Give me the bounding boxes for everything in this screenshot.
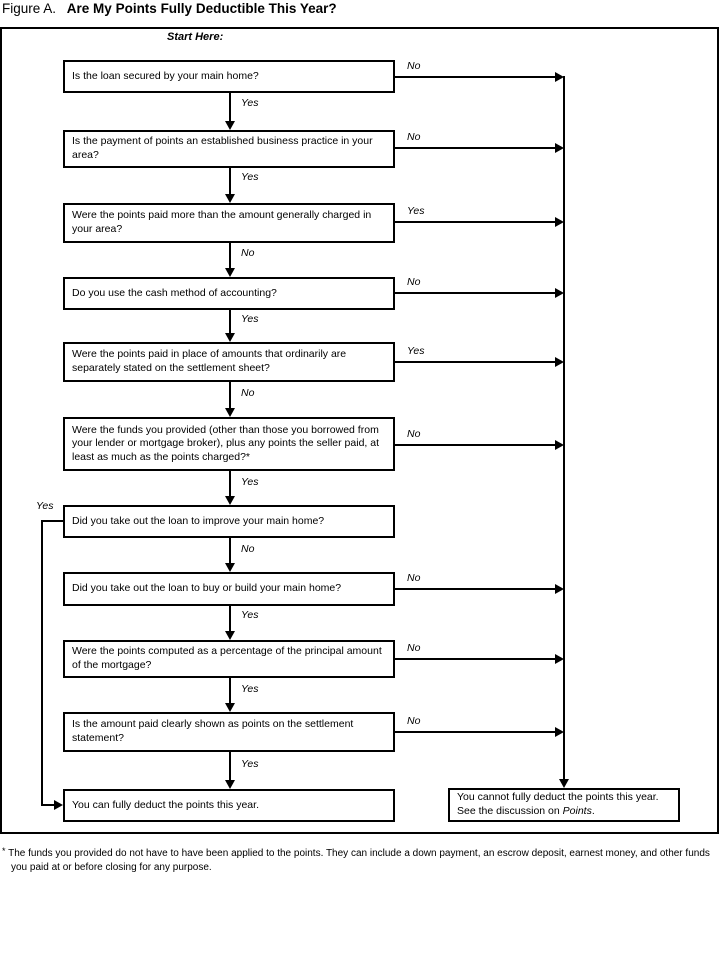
connector-down-4-label: Yes xyxy=(241,313,259,325)
question-text: Were the funds you provided (other than … xyxy=(72,423,379,463)
connector-right-5-arrowhead xyxy=(555,357,564,367)
connector-right-1-arrowhead xyxy=(555,72,564,82)
connector-down-5-label: No xyxy=(241,387,255,399)
collector-arrowhead xyxy=(559,779,569,788)
result-text: You can fully deduct the points this yea… xyxy=(72,798,259,811)
connector-down-6-label: Yes xyxy=(241,476,259,488)
connector-right-3-arrowhead xyxy=(555,217,564,227)
connector-down-9-arrowhead xyxy=(225,703,235,712)
collector-line xyxy=(563,76,565,779)
connector-right-5-label: Yes xyxy=(407,345,425,357)
result-text-prefix: You cannot fully deduct the points this … xyxy=(457,791,659,817)
question-text: Were the points paid more than the amoun… xyxy=(72,209,372,235)
connector-down-10 xyxy=(229,752,231,780)
connector-right-8-arrowhead xyxy=(555,584,564,594)
question-text: Is the loan secured by your main home? xyxy=(72,69,259,82)
connector-down-5 xyxy=(229,382,231,408)
result-text-term: Points xyxy=(562,805,592,817)
connector-right-10-label: No xyxy=(407,715,421,727)
connector-down-10-arrowhead xyxy=(225,780,235,789)
connector-down-9-label: Yes xyxy=(241,683,259,695)
connector-right-1-label: No xyxy=(407,60,421,72)
question-text: Did you take out the loan to improve you… xyxy=(72,514,325,527)
connector-down-9 xyxy=(229,678,231,703)
connector-down-6-arrowhead xyxy=(225,496,235,505)
connector-right-2-label: No xyxy=(407,131,421,143)
figure-title: Are My Points Fully Deductible This Year… xyxy=(66,1,337,16)
page-title: Figure A. Are My Points Fully Deductible… xyxy=(2,1,337,16)
start-here-label: Start Here: xyxy=(167,31,224,43)
question-text: Do you use the cash method of accounting… xyxy=(72,286,277,299)
connector-right-8 xyxy=(395,588,555,590)
question-box-2: Is the payment of points an established … xyxy=(63,130,395,168)
connector-down-8-label: Yes xyxy=(241,609,259,621)
question-text: Were the points computed as a percentage… xyxy=(72,645,382,671)
connector-down-7-label: No xyxy=(241,543,255,555)
connector-down-1-label: Yes xyxy=(241,97,259,109)
connector-right-10 xyxy=(395,731,555,733)
question-box-3: Were the points paid more than the amoun… xyxy=(63,203,395,243)
connector-down-5-arrowhead xyxy=(225,408,235,417)
connector-down-3-label: No xyxy=(241,247,255,259)
question-text: Is the payment of points an established … xyxy=(72,135,373,161)
connector-down-4 xyxy=(229,310,231,333)
connector-down-8 xyxy=(229,606,231,631)
question-text: Did you take out the loan to buy or buil… xyxy=(72,582,342,595)
connector-right-3-label: Yes xyxy=(407,205,425,217)
question-text: Were the points paid in place of amounts… xyxy=(72,348,347,374)
question-box-4: Do you use the cash method of accounting… xyxy=(63,277,395,310)
connector-down-4-arrowhead xyxy=(225,333,235,342)
question-box-7: Did you take out the loan to improve you… xyxy=(63,505,395,538)
connector-right-6 xyxy=(395,444,555,446)
result-text-suffix: . xyxy=(591,805,595,817)
question-box-9: Were the points computed as a percentage… xyxy=(63,640,395,678)
connector-down-2-arrowhead xyxy=(225,194,235,203)
question-box-6: Were the funds you provided (other than … xyxy=(63,417,395,471)
connector-right-2 xyxy=(395,147,555,149)
connector-down-3-arrowhead xyxy=(225,268,235,277)
connector-right-10-arrowhead xyxy=(555,727,564,737)
connector-right-9 xyxy=(395,658,555,660)
figure-label: Figure A. xyxy=(2,1,57,16)
connector-down-2-label: Yes xyxy=(241,171,259,183)
question-box-10: Is the amount paid clearly shown as poin… xyxy=(63,712,395,752)
connector-down-3 xyxy=(229,243,231,268)
footnote: * The funds you provided do not have to … xyxy=(2,845,718,875)
connector-down-6 xyxy=(229,471,231,496)
chart-frame xyxy=(0,27,719,834)
connector-down-10-label: Yes xyxy=(241,758,259,770)
bypass-left-vertical xyxy=(41,520,43,806)
connector-right-3 xyxy=(395,221,555,223)
connector-right-8-label: No xyxy=(407,572,421,584)
footnote-text: The funds you provided do not have to ha… xyxy=(8,848,710,873)
connector-right-4-arrowhead xyxy=(555,288,564,298)
connector-down-7 xyxy=(229,538,231,563)
result-box-deductible: You can fully deduct the points this yea… xyxy=(63,789,395,822)
question-text: Is the amount paid clearly shown as poin… xyxy=(72,718,354,744)
question-box-8: Did you take out the loan to buy or buil… xyxy=(63,572,395,606)
connector-down-7-arrowhead xyxy=(225,563,235,572)
connector-right-4 xyxy=(395,292,555,294)
question-box-1: Is the loan secured by your main home? xyxy=(63,60,395,93)
bypass-left-horizontal-bottom xyxy=(41,804,54,806)
connector-right-6-label: No xyxy=(407,428,421,440)
connector-right-9-label: No xyxy=(407,642,421,654)
result-text: You cannot fully deduct the points this … xyxy=(457,791,671,818)
question-box-5: Were the points paid in place of amounts… xyxy=(63,342,395,382)
connector-down-1-arrowhead xyxy=(225,121,235,130)
bypass-left-horizontal-top xyxy=(41,520,63,522)
connector-right-5 xyxy=(395,361,555,363)
connector-right-2-arrowhead xyxy=(555,143,564,153)
result-box-not-deductible: You cannot fully deduct the points this … xyxy=(448,788,680,822)
bypass-left-label: Yes xyxy=(36,500,54,512)
connector-right-1 xyxy=(395,76,555,78)
connector-down-1 xyxy=(229,93,231,121)
footnote-marker: * xyxy=(2,846,6,856)
connector-down-2 xyxy=(229,168,231,194)
connector-right-9-arrowhead xyxy=(555,654,564,664)
connector-right-4-label: No xyxy=(407,276,421,288)
connector-right-6-arrowhead xyxy=(555,440,564,450)
bypass-left-arrowhead xyxy=(54,800,63,810)
connector-down-8-arrowhead xyxy=(225,631,235,640)
